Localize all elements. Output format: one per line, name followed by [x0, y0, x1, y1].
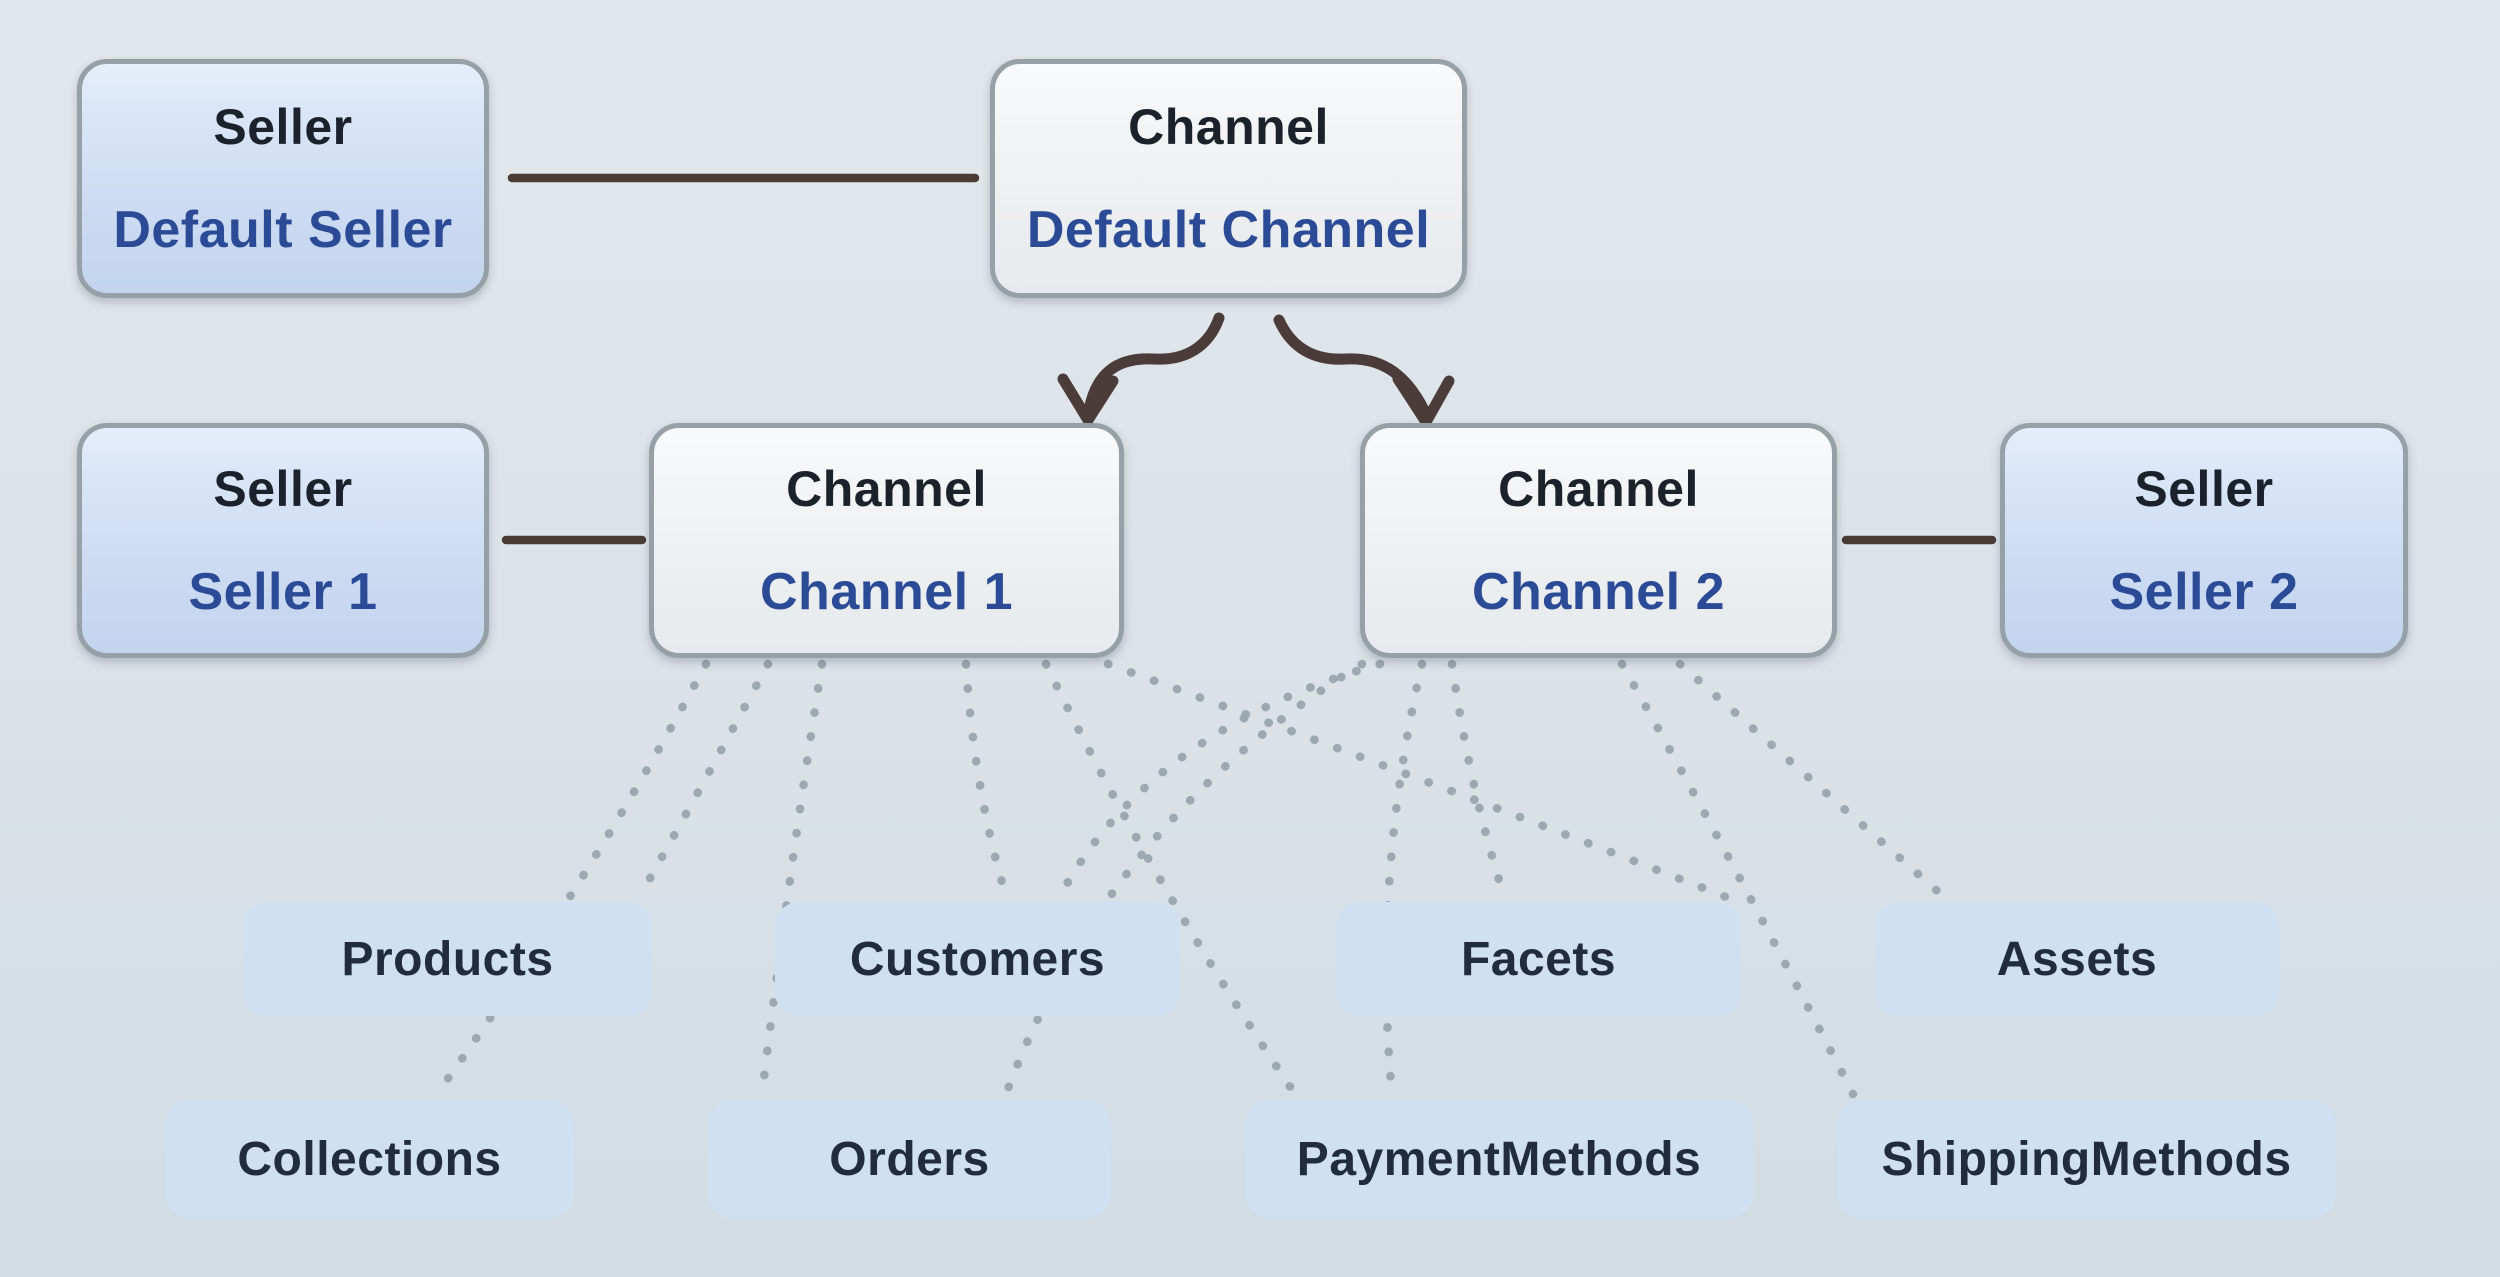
dotted-link-channel1-collections — [432, 659, 711, 1099]
node-type-label: Seller — [213, 99, 353, 155]
node-type-label: Seller — [213, 461, 353, 517]
dotted-link-channel2-customers — [1055, 659, 1385, 901]
entity-collections: Collections — [165, 1100, 574, 1218]
dotted-link-channel1-customers — [961, 659, 1011, 901]
node-channel-1: Channel Channel 1 — [649, 423, 1124, 658]
entity-label: Collections — [237, 1132, 502, 1186]
node-name-label: Seller 2 — [2109, 563, 2299, 621]
node-name-label: Default Seller — [113, 201, 453, 259]
dotted-link-channel2-orders — [1001, 659, 1367, 1099]
node-seller-1: Seller Seller 1 — [77, 423, 489, 658]
entity-customers: Customers — [775, 902, 1180, 1016]
dotted-link-channel1-products — [635, 659, 773, 901]
entity-paymentmethods: PaymentMethods — [1245, 1100, 1753, 1218]
node-type-label: Channel — [1498, 461, 1699, 517]
entity-shippingmethods: ShippingMethods — [1837, 1100, 2336, 1218]
dotted-link-channel1-facets — [1103, 659, 1731, 902]
entity-orders: Orders — [708, 1100, 1111, 1218]
node-name-label: Seller 1 — [188, 563, 378, 621]
entity-label: Products — [341, 932, 554, 986]
entity-label: Facets — [1460, 932, 1617, 986]
entity-label: PaymentMethods — [1296, 1132, 1702, 1186]
node-channel-2: Channel Channel 2 — [1360, 423, 1837, 658]
entity-label: Customers — [849, 932, 1106, 986]
node-name-label: Default Channel — [1026, 201, 1431, 259]
entity-facets: Facets — [1336, 902, 1741, 1016]
arrow-defaultchannel-channel2 — [1273, 314, 1455, 428]
node-type-label: Channel — [1128, 99, 1329, 155]
node-default-seller: Seller Default Seller — [77, 59, 489, 298]
node-type-label: Seller — [2134, 461, 2274, 517]
dotted-link-channel2-assets — [1675, 659, 1948, 901]
dotted-link-channel2-paymentmethods — [1382, 659, 1427, 1099]
node-default-channel: Channel Default Channel — [990, 59, 1467, 298]
dotted-link-channel1-orders — [757, 659, 827, 1099]
node-type-label: Channel — [786, 461, 987, 517]
node-name-label: Channel 2 — [1472, 563, 1725, 621]
arrow-defaultchannel-channel1 — [1057, 312, 1225, 426]
dotted-link-channel2-shippingmethods — [1617, 659, 1858, 1099]
node-name-label: Channel 1 — [760, 563, 1013, 621]
entity-assets: Assets — [1875, 902, 2279, 1016]
dotted-link-channel2-facets — [1447, 659, 1509, 901]
entity-label: ShippingMethods — [1881, 1132, 2292, 1186]
entity-products: Products — [243, 902, 652, 1016]
node-seller-2: Seller Seller 2 — [2000, 423, 2408, 658]
dotted-link-channel1-paymentmethods — [1041, 659, 1300, 1099]
entity-label: Assets — [1996, 932, 2158, 986]
entity-label: Orders — [829, 1132, 990, 1186]
